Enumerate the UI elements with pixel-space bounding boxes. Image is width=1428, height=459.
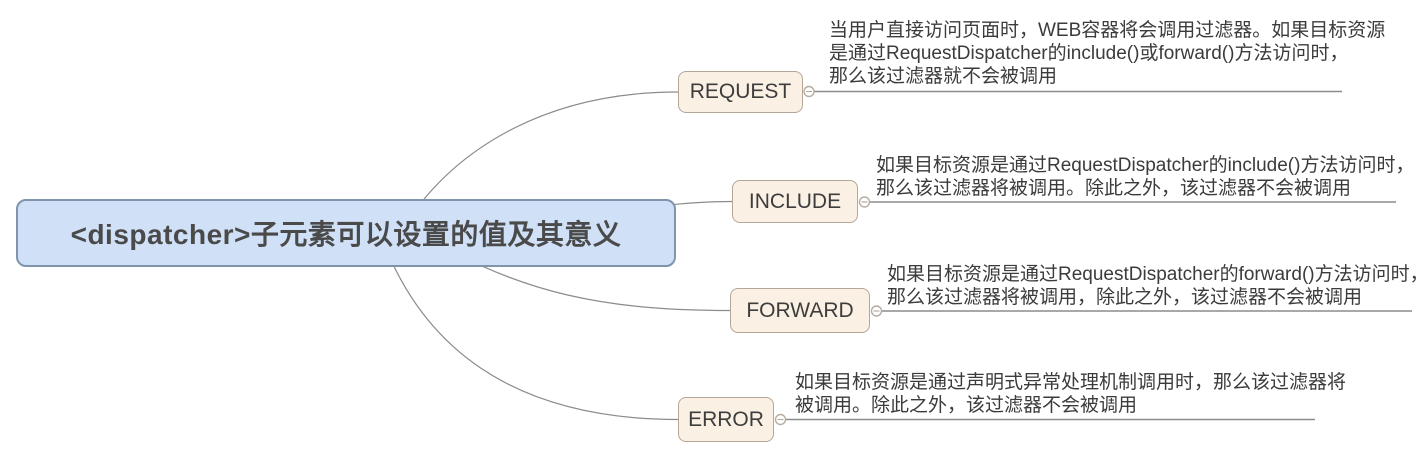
topic-error[interactable]: ERROR [678,397,774,442]
desc-line: 当用户直接访问页面时，WEB容器将会调用过滤器。如果目标资源 [829,20,1386,41]
desc-line: 那么该过滤器就不会被调用 [829,66,1058,87]
desc-line: 被调用。除此之外，该过滤器不会被调用 [795,395,1138,416]
topic-forward[interactable]: FORWARD [730,288,870,333]
desc-line: 如果目标资源是通过声明式异常处理机制调用时，那么该过滤器将 [795,372,1347,393]
topic-request[interactable]: REQUEST [678,71,803,113]
subtopic-error-description[interactable]: 如果目标资源是通过声明式异常处理机制调用时，那么该过滤器将 被调用。除此之外，该… [795,371,1346,417]
subtopic-forward-description[interactable]: 如果目标资源是通过RequestDispatcher的forward()方法访问… [887,263,1428,309]
branch-connector-error [379,232,679,421]
topic-include[interactable]: INCLUDE [732,180,858,223]
desc-line: 那么该过滤器将被调用。除此之外，该过滤器不会被调用 [876,178,1352,199]
desc-line: 如果目标资源是通过RequestDispatcher的include()方法访问… [876,155,1415,176]
desc-line: 如果目标资源是通过RequestDispatcher的forward()方法访问… [887,264,1428,285]
desc-line: 是通过RequestDispatcher的include()或forward()… [829,43,1349,64]
desc-line: 那么该过滤器将被调用，除此之外，该过滤器不会被调用 [887,287,1363,308]
root-topic[interactable]: <dispatcher>子元素可以设置的值及其意义 [16,199,676,267]
subtopic-request-description[interactable]: 当用户直接访问页面时，WEB容器将会调用过滤器。如果目标资源 是通过Reques… [829,19,1385,88]
subtopic-include-description[interactable]: 如果目标资源是通过RequestDispatcher的include()方法访问… [876,154,1414,200]
